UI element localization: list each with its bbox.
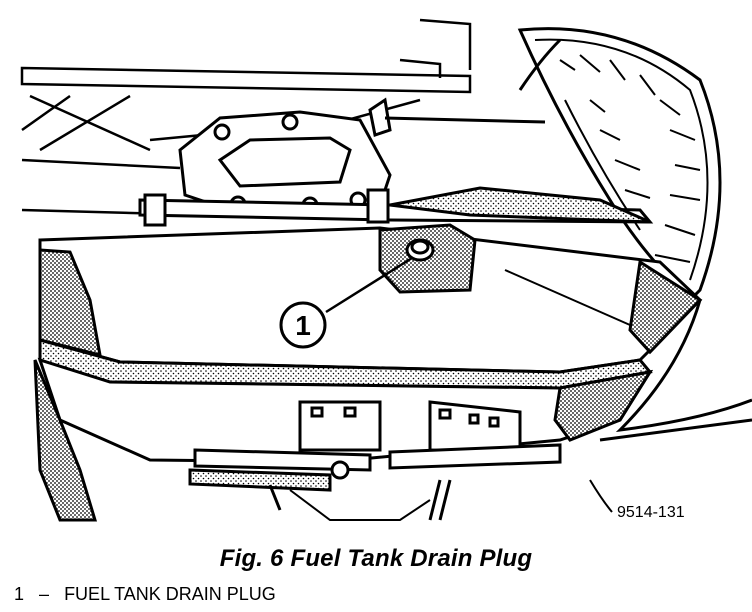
reference-leader [589, 479, 613, 513]
callout-1: 1 [279, 256, 413, 349]
drain-plug [405, 238, 435, 262]
callout-circle [279, 301, 327, 349]
callout-leader-line [325, 256, 413, 314]
spare-tire [517, 27, 722, 303]
fuel-tank-illustration: 1 9514-131 [20, 18, 752, 522]
legend-item: 1 – FUEL TANK DRAIN PLUG [14, 584, 276, 605]
callout-number: 1 [295, 310, 311, 341]
tank-bracket [178, 97, 546, 214]
body-panel [518, 38, 752, 442]
reference-code: 9514-131 [617, 504, 685, 521]
figure-caption: Fig. 6 Fuel Tank Drain Plug [219, 545, 533, 572]
reference-tag: 9514-131 [589, 479, 685, 521]
lower-brackets [188, 400, 562, 521]
legend: 1 – FUEL TANK DRAIN PLUG [14, 584, 276, 605]
legend-number: 1 [14, 584, 25, 604]
legend-dash: – [39, 584, 50, 604]
legend-label: FUEL TANK DRAIN PLUG [64, 584, 276, 604]
